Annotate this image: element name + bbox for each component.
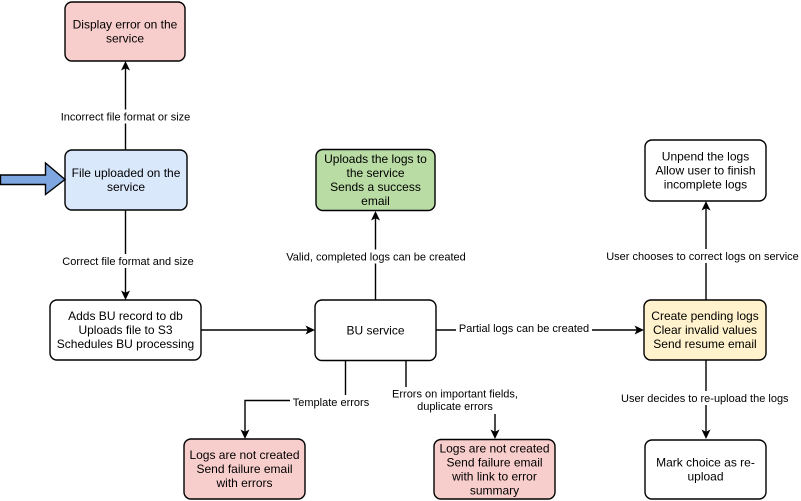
- svg-text:Send resume email: Send resume email: [653, 337, 756, 351]
- svg-text:service: service: [106, 32, 144, 46]
- svg-text:Send failure email: Send failure email: [196, 462, 292, 476]
- svg-text:Unpend the logs: Unpend the logs: [662, 150, 749, 164]
- svg-text:Incorrect file format or size: Incorrect file format or size: [61, 111, 191, 123]
- svg-text:User decides to re-upload the: User decides to re-upload the logs: [621, 393, 789, 405]
- svg-text:Uploads the logs to: Uploads the logs to: [324, 152, 427, 166]
- svg-text:Adds BU record to db: Adds BU record to db: [68, 309, 183, 323]
- svg-text:Correct file format and size: Correct file format and size: [62, 256, 193, 268]
- svg-text:Errors on important fields,: Errors on important fields,: [392, 389, 518, 401]
- svg-text:duplicate errors: duplicate errors: [417, 401, 493, 413]
- svg-text:Display error on the: Display error on the: [73, 18, 178, 32]
- svg-text:Partial logs can be created: Partial logs can be created: [459, 323, 589, 335]
- svg-text:Allow user to finish: Allow user to finish: [655, 164, 755, 178]
- svg-text:incomplete logs: incomplete logs: [664, 178, 747, 192]
- svg-text:Clear invalid values: Clear invalid values: [653, 323, 757, 337]
- svg-text:Create pending logs: Create pending logs: [651, 309, 758, 323]
- svg-text:with errors: with errors: [215, 476, 272, 490]
- svg-text:User chooses to correct logs o: User chooses to correct logs on service: [606, 251, 799, 263]
- svg-text:with link to error: with link to error: [451, 470, 537, 484]
- svg-text:email: email: [361, 194, 390, 208]
- svg-text:Valid, completed logs can be c: Valid, completed logs can be created: [286, 251, 466, 263]
- svg-text:Logs are not created: Logs are not created: [439, 442, 549, 456]
- svg-text:File uploaded on the: File uploaded on the: [72, 166, 181, 180]
- svg-text:Schedules BU processing: Schedules BU processing: [57, 337, 194, 351]
- svg-text:Logs are not created: Logs are not created: [189, 448, 299, 462]
- svg-text:summary: summary: [470, 484, 519, 498]
- svg-text:Uploads file to S3: Uploads file to S3: [78, 323, 172, 337]
- svg-text:upload: upload: [687, 470, 723, 484]
- svg-text:service: service: [107, 180, 145, 194]
- svg-text:the service: the service: [346, 166, 404, 180]
- svg-text:Sends a success: Sends a success: [330, 180, 421, 194]
- svg-text:Send failure email: Send failure email: [446, 456, 542, 470]
- svg-text:Mark choice as re-: Mark choice as re-: [656, 456, 755, 470]
- svg-text:BU service: BU service: [346, 324, 404, 338]
- svg-text:Template errors: Template errors: [293, 397, 370, 409]
